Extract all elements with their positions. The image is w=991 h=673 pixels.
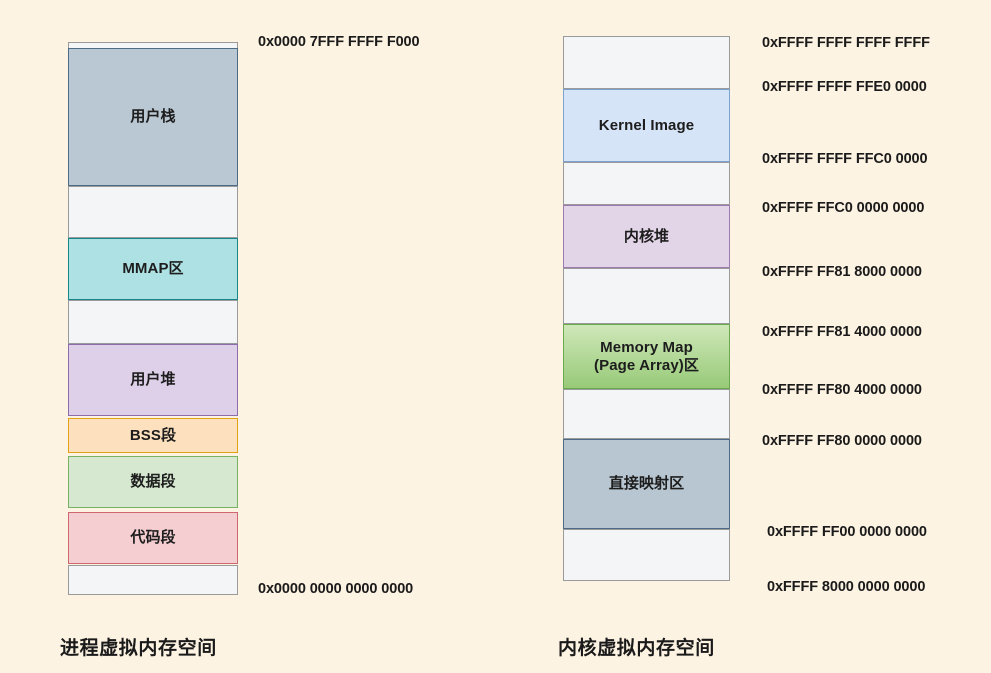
process-address-top: 0x0000 7FFF FFFF F000 — [258, 34, 420, 50]
process-space-caption: 进程虚拟内存空间 — [60, 638, 217, 659]
process-block-user-heap: 用户堆 — [68, 344, 238, 416]
kernel-block-memory-map-label-line1: Memory Map — [600, 339, 693, 357]
kernel-address-7: 0xFFFF FF80 0000 0000 — [762, 433, 922, 449]
kernel-block-kernel-heap: 内核堆 — [563, 205, 730, 268]
process-block-gap-stack-mmap — [68, 186, 238, 238]
process-block-bss-label: BSS段 — [129, 426, 177, 444]
kernel-block-kernel-image-label: Kernel Image — [598, 116, 695, 134]
kernel-address-9: 0xFFFF 8000 0000 0000 — [767, 579, 926, 595]
kernel-block-top-gap — [563, 36, 730, 89]
kernel-space-caption: 内核虚拟内存空间 — [558, 638, 715, 659]
process-block-bottom-gap — [68, 565, 238, 595]
kernel-block-memory-map: Memory Map (Page Array)区 — [563, 324, 730, 389]
process-block-data-segment-label: 数据段 — [130, 473, 176, 491]
kernel-address-4: 0xFFFF FF81 8000 0000 — [762, 264, 922, 280]
process-address-bottom: 0x0000 0000 0000 0000 — [258, 581, 414, 597]
kernel-block-kernel-image: Kernel Image — [563, 89, 730, 162]
kernel-block-memory-map-label-line2: (Page Array)区 — [594, 356, 699, 374]
process-block-user-stack: 用户栈 — [68, 48, 238, 186]
kernel-address-6: 0xFFFF FF80 4000 0000 — [762, 382, 922, 398]
process-block-code-segment-label: 代码段 — [130, 529, 176, 547]
kernel-address-5: 0xFFFF FF81 4000 0000 — [762, 324, 922, 340]
kernel-address-1: 0xFFFF FFFF FFE0 0000 — [762, 79, 927, 95]
kernel-address-2: 0xFFFF FFFF FFC0 0000 — [762, 151, 928, 167]
kernel-address-8: 0xFFFF FF00 0000 0000 — [767, 524, 927, 540]
process-block-gap-mmap-heap — [68, 300, 238, 344]
kernel-address-3: 0xFFFF FFC0 0000 0000 — [762, 200, 925, 216]
kernel-block-gap-image-heap — [563, 162, 730, 205]
kernel-address-0: 0xFFFF FFFF FFFF FFFF — [762, 35, 930, 51]
kernel-block-kernel-heap-label: 内核堆 — [623, 227, 670, 245]
kernel-block-gap-heap-memmap — [563, 268, 730, 324]
kernel-block-direct-mapping-label: 直接映射区 — [608, 475, 685, 493]
process-block-mmap-label: MMAP区 — [122, 260, 184, 278]
process-block-code-segment: 代码段 — [68, 512, 238, 564]
process-block-bss: BSS段 — [68, 418, 238, 453]
process-block-user-stack-label: 用户栈 — [130, 108, 176, 126]
kernel-block-gap-memmap-direct — [563, 389, 730, 439]
kernel-block-direct-mapping: 直接映射区 — [563, 439, 730, 529]
process-block-user-heap-label: 用户堆 — [130, 371, 176, 389]
process-block-mmap: MMAP区 — [68, 238, 238, 300]
kernel-block-bottom-gap — [563, 529, 730, 581]
process-block-data-segment: 数据段 — [68, 456, 238, 508]
